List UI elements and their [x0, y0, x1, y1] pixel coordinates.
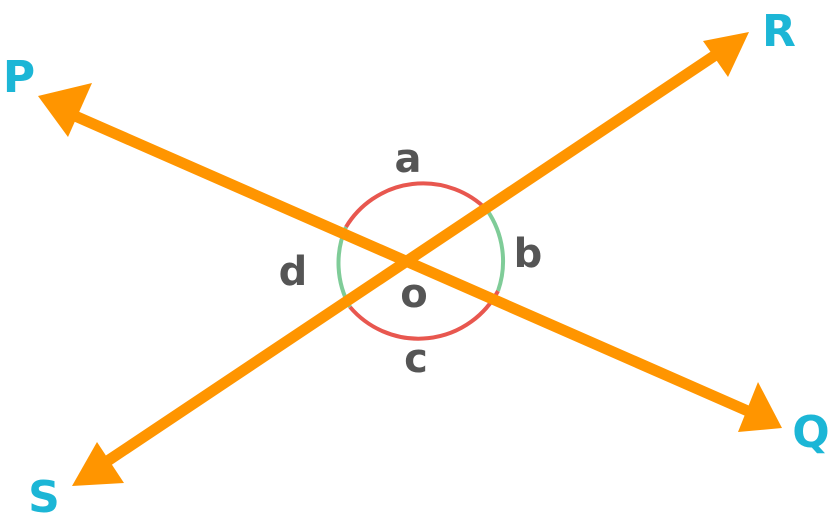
- angle-label-a: a: [395, 136, 422, 182]
- angle-label-c: c: [404, 336, 428, 382]
- angle-label-b: b: [514, 231, 543, 277]
- line-rs-shaft: [97, 46, 726, 470]
- angle-label-d: d: [279, 249, 308, 295]
- arc-angle-a: [344, 181, 489, 229]
- point-label-q: Q: [792, 407, 829, 458]
- point-label-p: P: [3, 52, 35, 103]
- line-rs: [72, 32, 749, 486]
- arc-angle-b: [485, 208, 506, 292]
- point-label-s: S: [28, 472, 60, 523]
- arc-angle-c: [348, 290, 500, 341]
- arrowhead-p-icon: [38, 83, 92, 137]
- arrowhead-s-icon: [72, 442, 124, 486]
- arrowhead-q-icon: [738, 382, 782, 432]
- center-label-o: o: [400, 271, 427, 317]
- point-label-r: R: [762, 6, 796, 57]
- arrowhead-r-icon: [703, 32, 749, 77]
